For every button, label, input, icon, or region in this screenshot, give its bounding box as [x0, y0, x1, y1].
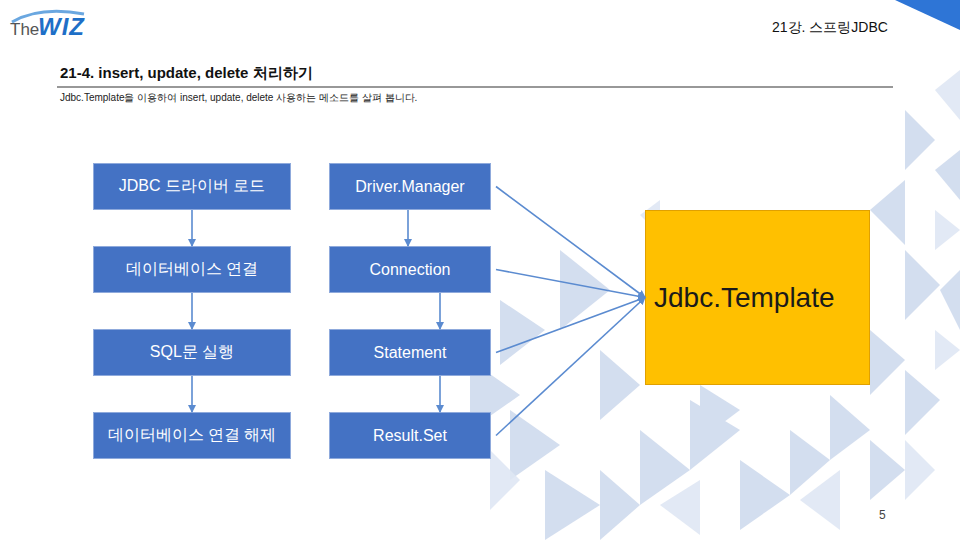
flow-arrow — [496, 270, 645, 298]
flow-arrow — [191, 376, 193, 412]
subtitle: Jdbc.Template을 이용하여 insert, update, dele… — [60, 91, 417, 105]
box-text: Statement — [374, 344, 447, 362]
box-text: Connection — [370, 261, 451, 279]
section-header: 21강. 스프링JDBC — [772, 19, 888, 37]
flow-arrow — [496, 298, 645, 353]
process-box: Driver.Manager — [329, 163, 491, 210]
process-box: 데이터베이스 연결 — [93, 246, 291, 293]
flow-arrow — [496, 187, 645, 298]
box-text: Driver.Manager — [355, 178, 464, 196]
process-box: Result.Set — [329, 412, 491, 459]
flow-arrow — [191, 293, 193, 329]
decor-triangles — [470, 110, 960, 540]
corner-triangle — [895, 0, 960, 30]
process-box: SQL문 실행 — [93, 329, 291, 376]
box-text: 데이터베이스 연결 해제 — [108, 425, 277, 446]
logo-text: WIZ — [38, 13, 85, 41]
slide-title: 21-4. insert, update, delete 처리하기 — [60, 64, 313, 83]
box-text: 데이터베이스 연결 — [126, 259, 258, 280]
flow-arrow — [496, 298, 645, 436]
box-text: Result.Set — [373, 427, 447, 445]
title-rule — [57, 86, 893, 87]
highlight-box: Jdbc.Template — [645, 210, 870, 385]
process-box: 데이터베이스 연결 해제 — [93, 412, 291, 459]
box-text: SQL문 실행 — [150, 342, 234, 363]
process-box: Statement — [329, 329, 491, 376]
box-text: JDBC 드라이버 로드 — [119, 176, 266, 197]
flow-arrow — [439, 376, 441, 412]
box-text: Jdbc.Template — [654, 282, 835, 314]
page-number: 5 — [879, 508, 886, 522]
decor-triangles-light — [490, 70, 960, 535]
logo-text: The — [10, 20, 39, 40]
process-box: JDBC 드라이버 로드 — [93, 163, 291, 210]
flow-arrow — [407, 210, 409, 246]
flow-arrow — [439, 293, 441, 329]
flow-arrow — [191, 210, 193, 246]
process-box: Connection — [329, 246, 491, 293]
